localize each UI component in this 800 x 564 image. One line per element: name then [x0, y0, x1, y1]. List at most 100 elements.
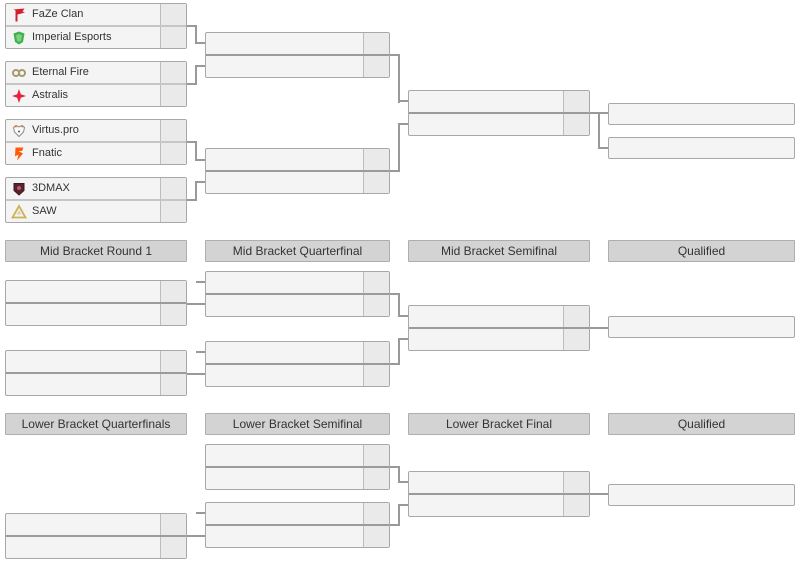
- connector-line: [195, 65, 205, 67]
- connector-line: [390, 293, 400, 295]
- lower-final-match: [408, 471, 590, 517]
- team-slot-virtus-pro[interactable]: Virtus.pro: [6, 120, 186, 141]
- saw-logo: [6, 201, 32, 222]
- score-cell: [363, 56, 389, 77]
- lower-sf-match-1: [205, 444, 390, 490]
- score-cell: [363, 503, 389, 524]
- upper-qualified-slot-2: [608, 137, 795, 159]
- score-cell: [160, 4, 186, 25]
- empty-slot: [206, 445, 389, 466]
- connector-line: [398, 123, 408, 125]
- score-cell: [160, 143, 186, 164]
- lower-qf-match: [5, 513, 187, 559]
- score-cell: [363, 272, 389, 293]
- connector-line: [398, 123, 400, 172]
- connector-line: [187, 303, 205, 305]
- score-cell: [363, 172, 389, 193]
- team-slot-eternal-fire[interactable]: Eternal Fire: [6, 62, 186, 83]
- upper-r1-match-1: FaZe Clan Imperial Esports: [5, 3, 187, 49]
- score-cell: [160, 537, 186, 558]
- empty-slot: [6, 281, 186, 302]
- connector-line: [598, 112, 600, 149]
- team-name: FaZe Clan: [32, 8, 84, 20]
- imperial-esports-logo: [6, 27, 32, 48]
- empty-slot: [206, 149, 389, 170]
- connector-line: [398, 293, 400, 317]
- upper-sf-match: [408, 90, 590, 136]
- score-cell: [563, 472, 589, 493]
- team-slot-saw[interactable]: SAW: [6, 199, 186, 222]
- connector-line: [195, 159, 205, 161]
- fnatic-logo: [6, 143, 32, 164]
- upper-qf-match-2: [205, 148, 390, 194]
- empty-slot: [409, 306, 589, 327]
- upper-r1-match-2: Eternal Fire Astralis: [5, 61, 187, 107]
- team-name: Virtus.pro: [32, 124, 79, 136]
- score-cell: [563, 114, 589, 135]
- score-cell: [160, 281, 186, 302]
- connector-stub: [196, 281, 205, 283]
- empty-slot: [6, 514, 186, 535]
- connector-line: [195, 181, 197, 201]
- score-cell: [160, 304, 186, 325]
- score-cell: [363, 342, 389, 363]
- empty-slot: [409, 327, 589, 350]
- connector-line: [187, 373, 205, 375]
- score-cell: [363, 468, 389, 489]
- connector-line: [398, 54, 400, 103]
- team-name: Imperial Esports: [32, 31, 112, 43]
- connector-line: [187, 535, 205, 537]
- empty-slot: [206, 293, 389, 316]
- header-lower-qualified: Qualified: [608, 413, 795, 435]
- score-cell: [563, 495, 589, 516]
- header-mid-bracket-round1: Mid Bracket Round 1: [5, 240, 187, 262]
- empty-slot: [206, 363, 389, 386]
- empty-slot: [206, 524, 389, 547]
- connector-line: [195, 65, 197, 85]
- score-cell: [363, 445, 389, 466]
- connector-stub: [196, 351, 205, 353]
- team-name: Eternal Fire: [32, 66, 89, 78]
- empty-slot: [206, 54, 389, 77]
- score-cell: [160, 85, 186, 106]
- score-cell: [563, 306, 589, 327]
- connector-line: [590, 493, 608, 495]
- team-slot-astralis[interactable]: Astralis: [6, 83, 186, 106]
- empty-slot: [206, 466, 389, 489]
- score-cell: [363, 33, 389, 54]
- connector-line: [390, 54, 400, 56]
- score-cell: [363, 526, 389, 547]
- header-mid-qualified: Qualified: [608, 240, 795, 262]
- empty-slot: [409, 91, 589, 112]
- upper-qf-match-1: [205, 32, 390, 78]
- score-cell: [160, 62, 186, 83]
- connector-line: [195, 181, 205, 183]
- score-cell: [563, 329, 589, 350]
- upper-qualified-slot-1: [608, 103, 795, 125]
- team-slot-imperial[interactable]: Imperial Esports: [6, 25, 186, 48]
- empty-slot: [6, 535, 186, 558]
- team-slot-fnatic[interactable]: Fnatic: [6, 141, 186, 164]
- score-cell: [563, 91, 589, 112]
- empty-slot: [206, 503, 389, 524]
- empty-slot: [206, 33, 389, 54]
- score-cell: [160, 514, 186, 535]
- connector-line: [187, 199, 197, 201]
- team-slot-3dmax[interactable]: 3DMAX: [6, 178, 186, 199]
- mid-qf-match-1: [205, 271, 390, 317]
- team-name: SAW: [32, 205, 57, 217]
- empty-slot: [6, 351, 186, 372]
- connector-line: [187, 83, 197, 85]
- mid-r1-match-1: [5, 280, 187, 326]
- connector-line: [398, 338, 400, 365]
- team-slot-faze-clan[interactable]: FaZe Clan: [6, 4, 186, 25]
- upper-r1-match-4: 3DMAX SAW: [5, 177, 187, 223]
- connector-line: [398, 338, 408, 340]
- score-cell: [160, 27, 186, 48]
- connector-line: [398, 504, 408, 506]
- connector-line: [398, 504, 400, 526]
- team-name: 3DMAX: [32, 182, 70, 194]
- score-cell: [363, 365, 389, 386]
- connector-line: [195, 25, 197, 44]
